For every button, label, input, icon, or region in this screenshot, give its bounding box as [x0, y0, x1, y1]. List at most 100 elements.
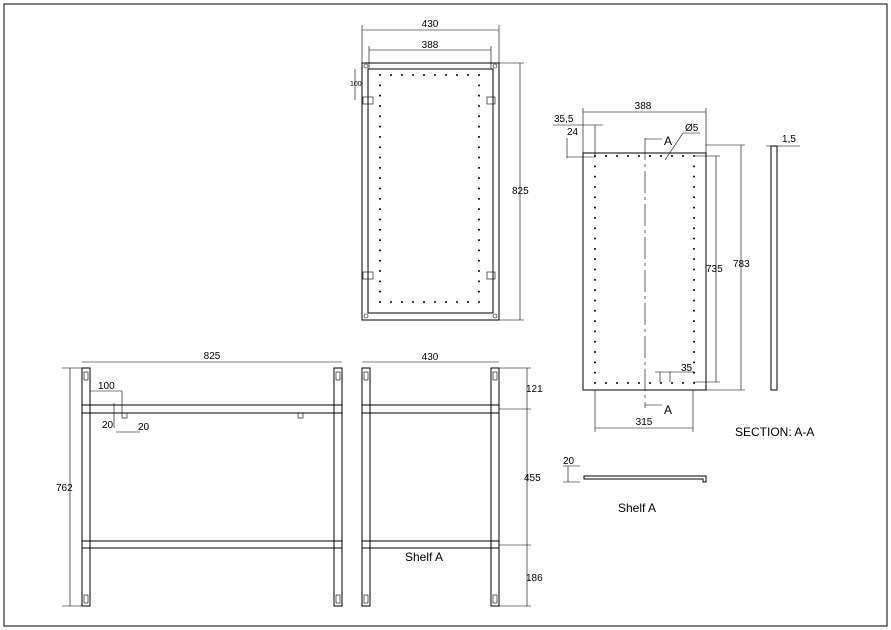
section-title: SECTION: A-A [735, 425, 814, 439]
dim-front-hole-a: 20 [102, 420, 114, 431]
hole [401, 301, 403, 303]
dim-shelf-lip: 20 [563, 456, 575, 467]
hole [434, 74, 436, 76]
hole [594, 330, 596, 333]
dim-top-gap: 121 [526, 384, 543, 395]
hole [379, 177, 381, 180]
shelf-detail: 20 Shelf A [563, 456, 707, 515]
hole [671, 155, 673, 157]
hole [594, 351, 596, 354]
hole [456, 301, 458, 303]
dim-side-width: 430 [422, 352, 439, 363]
dim-hole-pitch: 35 [681, 363, 693, 374]
hole [467, 301, 469, 303]
hole [693, 320, 695, 323]
hole [423, 74, 425, 76]
hole [693, 165, 695, 168]
hole [693, 196, 695, 199]
dim-front-width: 825 [204, 351, 221, 362]
hole [478, 239, 480, 242]
hole [594, 185, 596, 188]
hole [456, 74, 458, 76]
hole [478, 74, 480, 76]
dim-bottom-width: 315 [636, 417, 653, 428]
hole [693, 227, 695, 230]
hole [478, 125, 480, 128]
hole [693, 185, 695, 188]
hole [379, 228, 381, 231]
hole-pattern [379, 74, 480, 303]
hole [671, 382, 673, 384]
hole [379, 146, 381, 149]
dim-front-hole-b: 20 [138, 422, 150, 433]
hole [379, 197, 381, 200]
hole [379, 187, 381, 190]
hole [478, 218, 480, 221]
hole [693, 216, 695, 219]
hole [693, 309, 695, 312]
dim-bottom-gap: 186 [526, 573, 543, 584]
hole [478, 94, 480, 97]
dim-top-tab-offset: 100 [350, 81, 362, 88]
hole [693, 268, 695, 271]
hole [379, 84, 381, 87]
hole [594, 216, 596, 219]
hole [379, 239, 381, 242]
side-view: 430 121 455 186 Shelf A [361, 352, 543, 607]
hole [478, 104, 480, 107]
hole [379, 104, 381, 107]
hole [594, 196, 596, 199]
hole [478, 177, 480, 180]
hole [616, 382, 618, 384]
hole [401, 74, 403, 76]
hole [478, 146, 480, 149]
hole [379, 74, 381, 76]
hole [478, 156, 480, 159]
hole [379, 249, 381, 252]
hole [390, 74, 392, 76]
hole [605, 155, 607, 157]
hole [594, 258, 596, 261]
hole [693, 237, 695, 240]
dim-section-offset-24: 24 [567, 127, 579, 138]
dim-top-width-inner: 388 [422, 40, 439, 51]
hole [379, 115, 381, 118]
dim-section-width: 388 [635, 101, 652, 112]
hole-pattern [594, 155, 695, 384]
dim-thickness: 1,5 [782, 134, 796, 145]
hole [379, 270, 381, 273]
dim-inner-height: 735 [706, 264, 723, 275]
hole [478, 259, 480, 262]
hole [594, 237, 596, 240]
shelf-a-label: Shelf A [405, 550, 443, 564]
hole [594, 165, 596, 168]
section-panel-view: 388 35,5 24 Ø5 A A 735 783 35 315 1,5 SE… [553, 101, 814, 439]
hole [627, 155, 629, 157]
hole [478, 84, 480, 87]
section-mark-top: A [664, 134, 672, 148]
hole [379, 94, 381, 97]
hole [693, 361, 695, 364]
hole [693, 340, 695, 343]
hole [478, 270, 480, 273]
hole [693, 299, 695, 302]
hole [412, 301, 414, 303]
hole [627, 382, 629, 384]
hole [478, 301, 480, 303]
hole [605, 382, 607, 384]
hole [379, 290, 381, 293]
hole [445, 74, 447, 76]
hole [594, 299, 596, 302]
hole [478, 197, 480, 200]
hole [594, 247, 596, 250]
shelf-detail-label: Shelf A [618, 501, 656, 515]
hole [693, 278, 695, 281]
hole [467, 74, 469, 76]
dim-top-width-outer: 430 [422, 19, 439, 30]
hole [434, 301, 436, 303]
hole [478, 208, 480, 211]
hole [478, 187, 480, 190]
top-panel-view: 430 388 825 100 [350, 19, 529, 321]
hole [379, 218, 381, 221]
dim-shelf-spacing: 455 [524, 473, 541, 484]
